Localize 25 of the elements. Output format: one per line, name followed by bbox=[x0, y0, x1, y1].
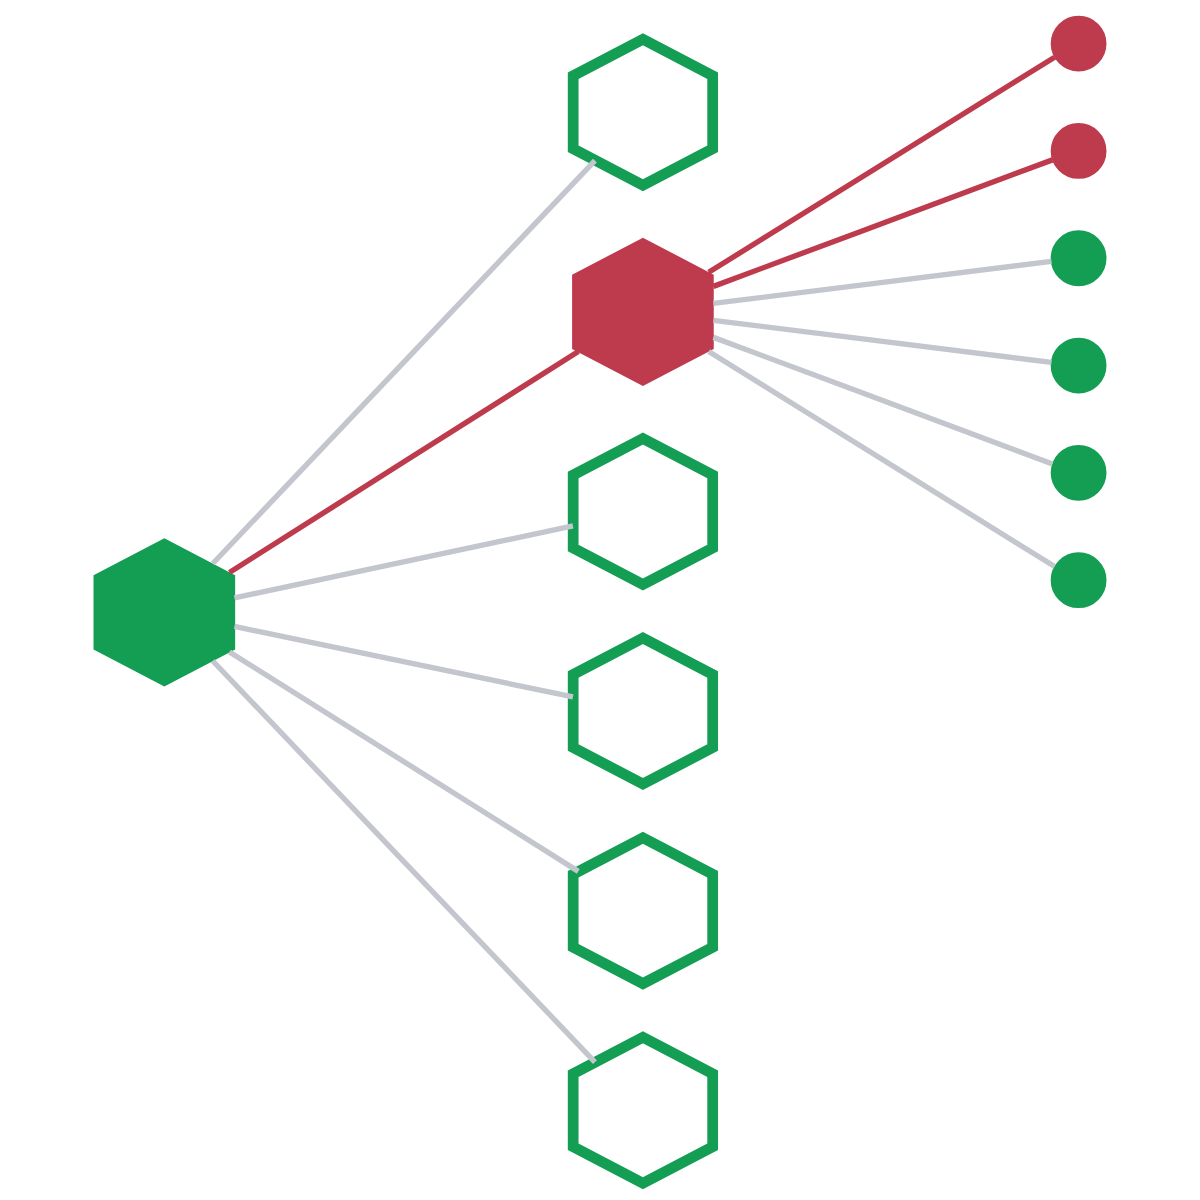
connector bbox=[210, 659, 597, 1064]
connector bbox=[707, 349, 1057, 569]
node-hexagon bbox=[572, 237, 714, 387]
node-hexagon bbox=[567, 831, 719, 990]
node-circle bbox=[1050, 15, 1107, 72]
connector bbox=[713, 317, 1052, 366]
node-hexagon bbox=[567, 632, 719, 791]
connector bbox=[233, 523, 574, 601]
node-hexagon bbox=[567, 432, 719, 591]
connector bbox=[233, 623, 574, 700]
connector bbox=[712, 157, 1054, 289]
node-hexagon bbox=[93, 538, 236, 687]
connector bbox=[712, 334, 1054, 467]
connector bbox=[228, 349, 580, 575]
node-hexagon bbox=[567, 1031, 719, 1190]
connector bbox=[228, 649, 580, 874]
connector bbox=[713, 258, 1052, 307]
connector bbox=[707, 54, 1057, 275]
node-circle bbox=[1050, 444, 1107, 501]
node-circle bbox=[1050, 552, 1107, 609]
node-hexagon bbox=[567, 33, 719, 192]
node-circle bbox=[1050, 337, 1107, 394]
node-circle bbox=[1050, 230, 1107, 287]
connector bbox=[210, 158, 597, 566]
node-circle bbox=[1050, 123, 1107, 179]
